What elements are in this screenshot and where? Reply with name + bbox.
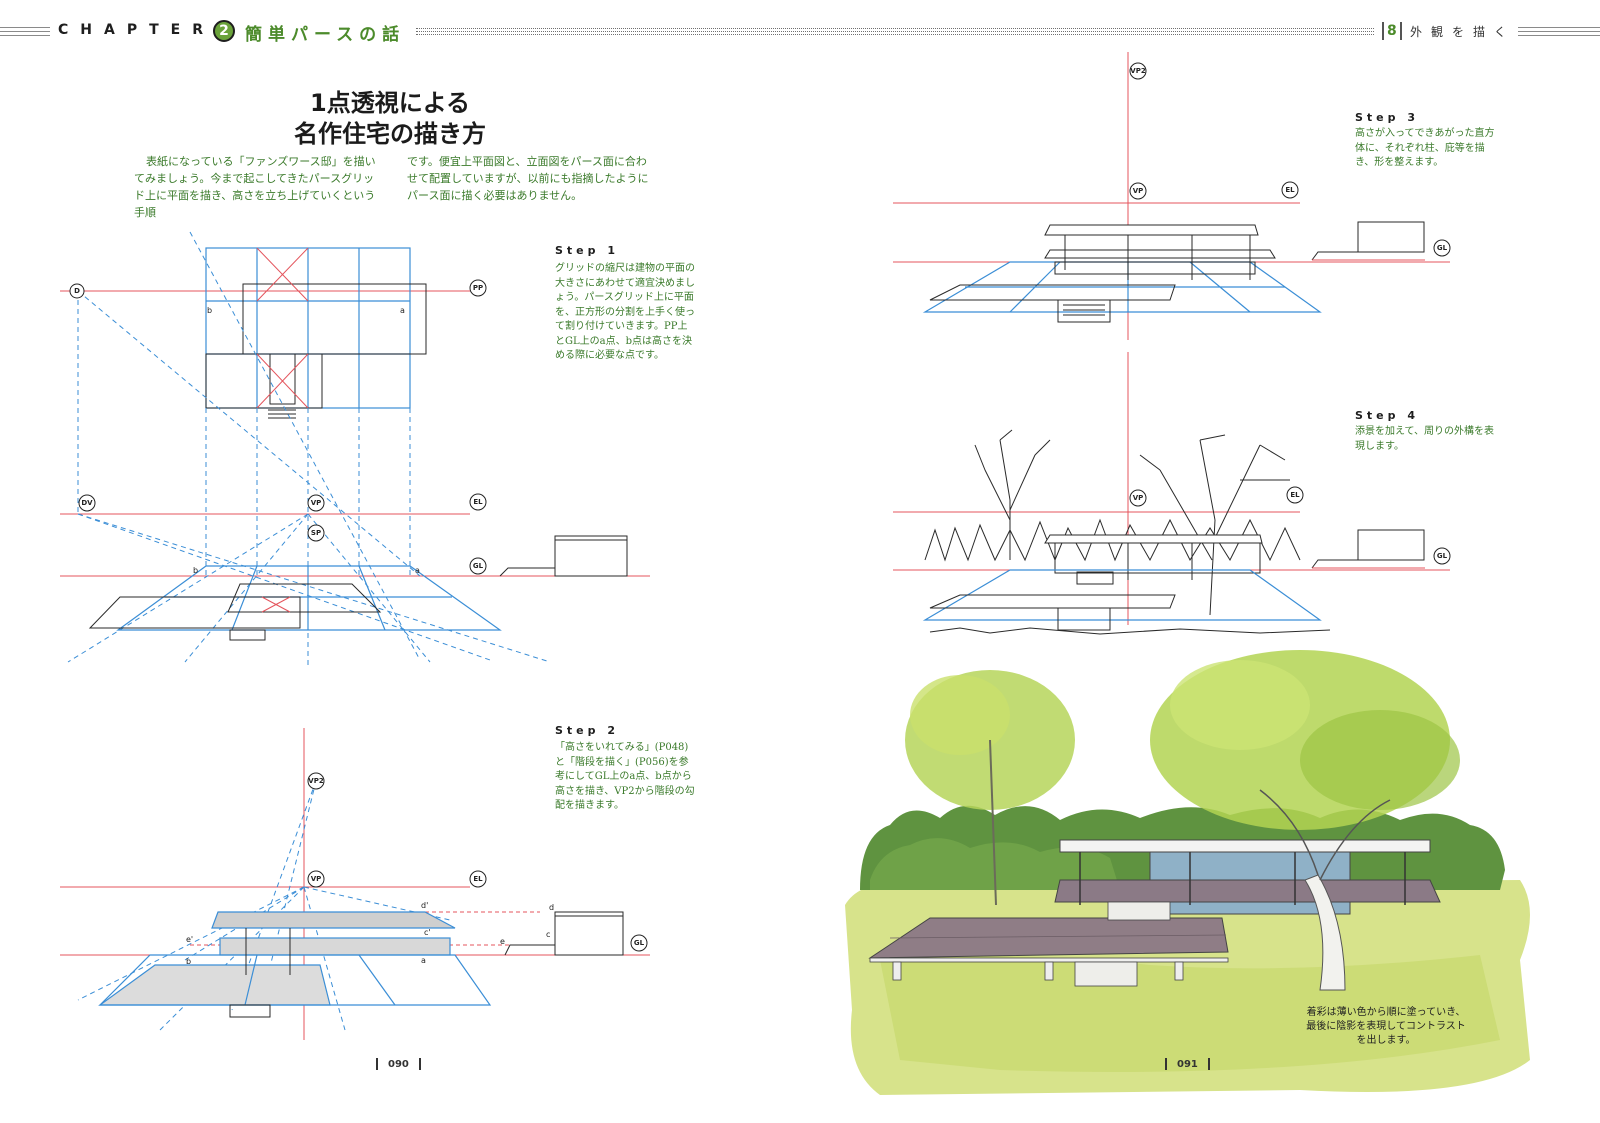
step1-heading: Step 1 [555, 244, 619, 257]
s2-label-d-prime: d' [421, 901, 428, 910]
s2-badge-vp-text: VP [311, 875, 322, 883]
s1-badge-vp: VP [307, 494, 325, 512]
s1-badge-el: EL [469, 493, 487, 511]
s3-badge-el-text: EL [1285, 186, 1295, 194]
header-rule-left [0, 27, 50, 36]
step4-text: 添景を加えて、周りの外構を表現します。 [1355, 426, 1494, 452]
page-title: 1点透視による 名作住宅の描き方 [240, 88, 540, 150]
s2-label-c-prime: c' [424, 928, 431, 937]
chapter-title: 簡単パースの話 [245, 25, 406, 45]
s3-badge-vp2-text: VP2 [1130, 67, 1146, 75]
s3-badge-gl-text: GL [1437, 244, 1448, 252]
folio-right: 091 [1155, 1058, 1220, 1070]
s1-badge-pp: PP [469, 279, 487, 297]
s1-badge-gl: GL [469, 557, 487, 575]
s1-badge-pp-text: PP [473, 284, 483, 292]
step2-heading: Step 2 [555, 724, 619, 737]
s1-badge-dv: DV [78, 494, 96, 512]
page-title-line-1: 1点透視による [310, 89, 470, 117]
s2-badge-el: EL [469, 870, 487, 888]
s4-badge-vp2: VP [1129, 489, 1147, 507]
s1-badge-sp: SP [307, 524, 325, 542]
s3-badge-vp-text: VP [1133, 187, 1144, 195]
s4-badge-gl: GL [1433, 547, 1451, 565]
s1-label-a: a [400, 306, 405, 315]
s3-badge-vp2: VP2 [1129, 62, 1147, 80]
s1-label-b-gl: b [193, 566, 198, 575]
s2-badge-gl-text: GL [634, 939, 645, 947]
s2-label-e-prime: e' [186, 935, 193, 944]
header-rule-middle [416, 28, 1374, 35]
step2-text: 「高さをいれてみる」(P048)と「階段を描く」(P056)を参考にしてGL上の… [555, 742, 695, 811]
chapter-word: CHAPTER [58, 22, 215, 38]
s2-badge-vp2-text: VP2 [308, 777, 324, 785]
step3-heading: Step 3 [1355, 111, 1419, 124]
s2-label-c: c [546, 930, 550, 939]
header-rule-right [1518, 27, 1600, 36]
s3-badge-vp: VP [1129, 182, 1147, 200]
step3-text: 高さが入ってできあがった直方体に、それぞれ柱、庇等を描き、形を整えます。 [1355, 128, 1495, 168]
s1-badge-d-text: D [74, 287, 80, 295]
s3-badge-el: EL [1281, 181, 1299, 199]
step4-heading: Step 4 [1355, 409, 1419, 422]
s2-badge-vp2: VP2 [307, 772, 325, 790]
page-title-line-2: 名作住宅の描き方 [294, 120, 486, 148]
chapter-number-badge: 2 [213, 20, 235, 42]
s1-label-a-gl: a [415, 566, 420, 575]
s1-badge-gl-text: GL [473, 562, 484, 570]
s1-badge-dv-text: DV [81, 499, 93, 507]
s2-badge-vp: VP [307, 870, 325, 888]
s4-badge-el-text: EL [1290, 491, 1300, 499]
s3-badge-gl: GL [1433, 239, 1451, 257]
illustration-caption: 着彩は薄い色から順に塗っていき、最後に陰影を表現してコントラストを出します。 [1306, 1007, 1466, 1046]
folio-right-number: 091 [1177, 1059, 1198, 1070]
s1-badge-el-text: EL [473, 498, 483, 506]
s2-badge-el-text: EL [473, 875, 483, 883]
s4-badge-vp2-text: VP [1133, 494, 1144, 502]
section-bar-left [1382, 22, 1384, 40]
s4-badge-el: EL [1286, 486, 1304, 504]
folio-left-number: 090 [388, 1059, 409, 1070]
folio-left: 090 [366, 1058, 431, 1070]
s2-badge-gl: GL [630, 934, 648, 952]
step1-text: グリッドの縮尺は建物の平面の大きさにあわせて適宜決めましょう。パースグリッド上に… [555, 263, 695, 361]
s2-label-a: a [421, 956, 426, 965]
intro-text-left: 表紙になっている「ファンズワース邸」を描いてみましょう。今まで起こしてきたパース… [134, 155, 376, 219]
s1-badge-vp-text: VP [311, 499, 322, 507]
section-number: 8 [1387, 23, 1397, 39]
s1-badge-d: D [69, 283, 85, 299]
intro-text-right: です。便宜上平面図と、立面図をパース面に合わせて配置していますが、以前にも指摘し… [407, 155, 649, 202]
s1-label-b: b [207, 306, 212, 315]
section-title: 外観を描く [1410, 25, 1516, 39]
s2-label-e: e [500, 937, 505, 946]
s1-badge-sp-text: SP [311, 529, 321, 537]
section-bar-right [1400, 22, 1402, 40]
s2-label-d: d [549, 903, 554, 912]
s2-label-b: b [186, 957, 191, 966]
s4-badge-gl-text: GL [1437, 552, 1448, 560]
